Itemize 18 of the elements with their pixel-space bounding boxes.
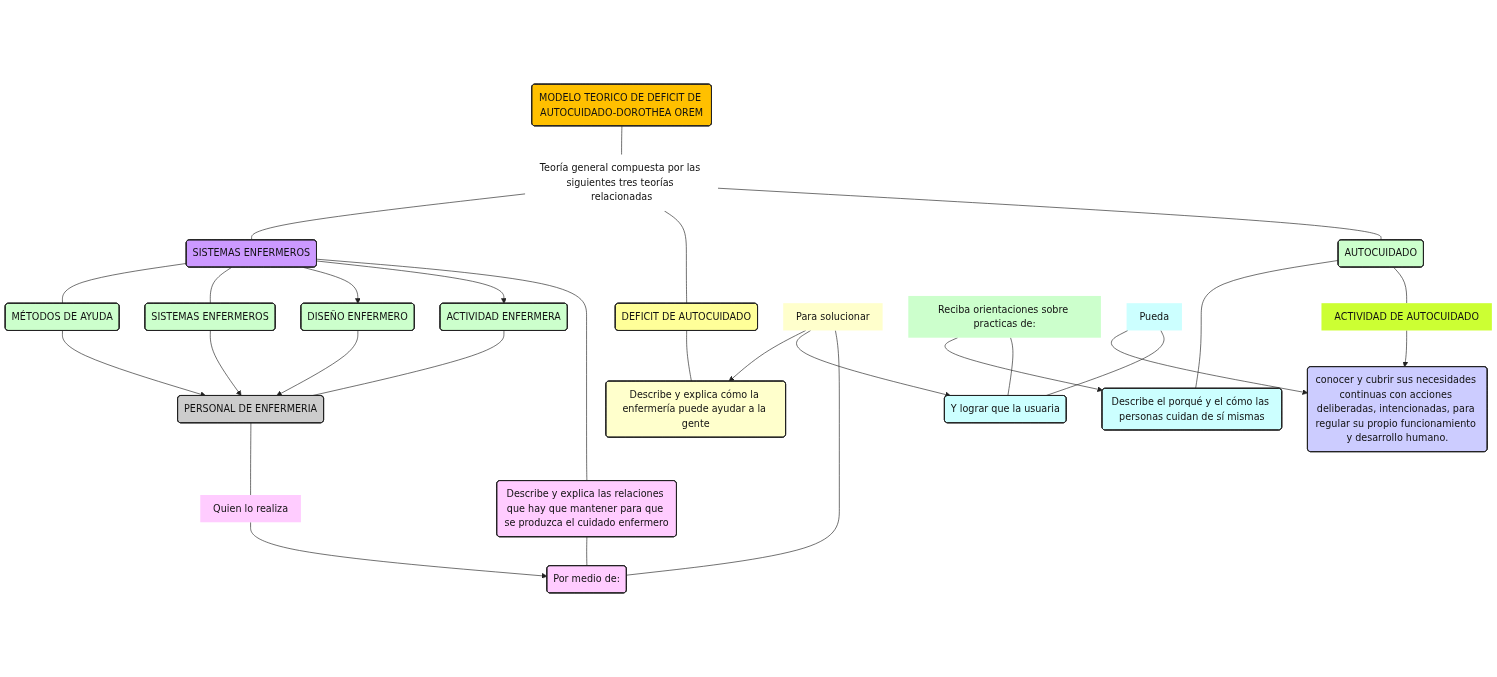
connector (1195, 260, 1339, 389)
connector (62, 263, 187, 304)
node-box: Pueda (1126, 303, 1182, 331)
connector (1007, 337, 1014, 397)
connector (250, 422, 252, 496)
connector (664, 210, 687, 304)
connector (251, 193, 526, 241)
node-box: ACTIVIDAD DE AUTOCUIDADO (1321, 303, 1492, 331)
node-box: Para solucionar (783, 303, 883, 331)
connector (621, 125, 623, 156)
connector (686, 330, 692, 382)
node-text: Teoría general compuesta por las siguientes tres teorías relacionadas (539, 162, 701, 203)
node-box: Reciba orientaciones sobre practicas de: (908, 295, 1101, 338)
connector (209, 267, 232, 304)
connector (717, 187, 1382, 241)
node-box: Quien lo realiza (200, 495, 301, 523)
connector (586, 536, 588, 567)
connector (1393, 267, 1407, 304)
